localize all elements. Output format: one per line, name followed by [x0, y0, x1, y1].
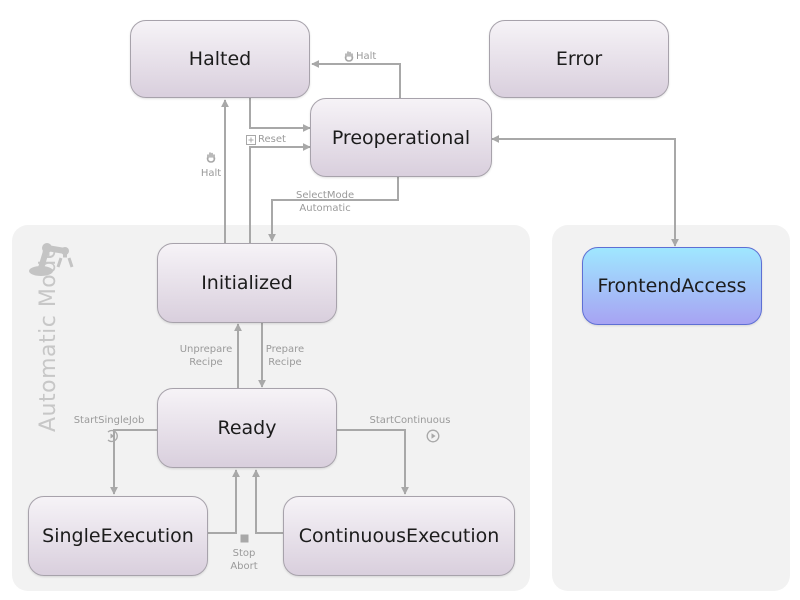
state-frontend-access[interactable]: FrontendAccess: [582, 247, 762, 325]
label-halt-top-text: Halt: [356, 51, 377, 62]
robot-arm-icon: [29, 243, 74, 276]
label-select-mode-sub: Automatic: [299, 203, 351, 214]
label-unprepare-line1: Unprepare: [179, 344, 233, 355]
label-select-mode-text: SelectMode: [296, 190, 355, 201]
edge-ready-to-continuous: [337, 429, 409, 495]
edge-preop-to-initialized: [268, 177, 399, 242]
edge-preop-to-halted: [311, 60, 401, 98]
label-start-continuous-text: StartContinuous: [369, 415, 451, 426]
state-ready[interactable]: Ready: [157, 388, 337, 468]
reset-icon: [246, 134, 256, 145]
label-stop-abort: Stop Abort: [226, 534, 262, 573]
label-prepare-line2: Recipe: [268, 357, 302, 368]
edge-ready-to-single: [110, 429, 157, 495]
edge-preop-frontend: [491, 135, 679, 247]
single-play-icon: [107, 429, 118, 443]
label-halt-left: Halt: [198, 152, 224, 180]
state-preoperational[interactable]: Preoperational: [310, 98, 492, 177]
hand-icon: [344, 51, 354, 62]
label-abort-text: Abort: [230, 561, 258, 572]
state-error[interactable]: Error: [489, 20, 669, 98]
stop-icon: [240, 534, 248, 543]
state-halted[interactable]: Halted: [130, 20, 310, 98]
label-stop-text: Stop: [232, 548, 256, 559]
state-initialized[interactable]: Initialized: [157, 243, 337, 323]
label-prepare-line1: Prepare: [265, 344, 305, 355]
state-continuous-execution[interactable]: ContinuousExecution: [283, 496, 515, 576]
label-select-mode: SelectMode Automatic: [296, 189, 354, 215]
edge-halted-to-preop-reset: [249, 98, 311, 132]
hand-icon-left: [206, 152, 216, 163]
edge-continuous-to-ready: [252, 469, 283, 534]
label-reset-text: Reset: [258, 134, 286, 145]
label-start-single-text: StartSingleJob: [73, 415, 145, 426]
label-halt-top: Halt: [344, 50, 376, 63]
label-halt-left-text: Halt: [200, 168, 222, 179]
label-start-continuous: StartContinuous: [364, 414, 456, 447]
label-reset: Reset: [246, 133, 286, 146]
edge-initialized-to-preop: [249, 143, 311, 243]
label-prepare-recipe: Prepare Recipe: [262, 343, 308, 369]
label-unprepare-line2: Recipe: [189, 357, 223, 368]
label-unprepare-recipe: Unprepare Recipe: [176, 343, 236, 369]
edge-single-to-ready: [208, 469, 240, 534]
state-single-execution[interactable]: SingleExecution: [28, 496, 208, 576]
label-start-single: StartSingleJob: [64, 414, 154, 447]
play-icon: [426, 429, 440, 443]
